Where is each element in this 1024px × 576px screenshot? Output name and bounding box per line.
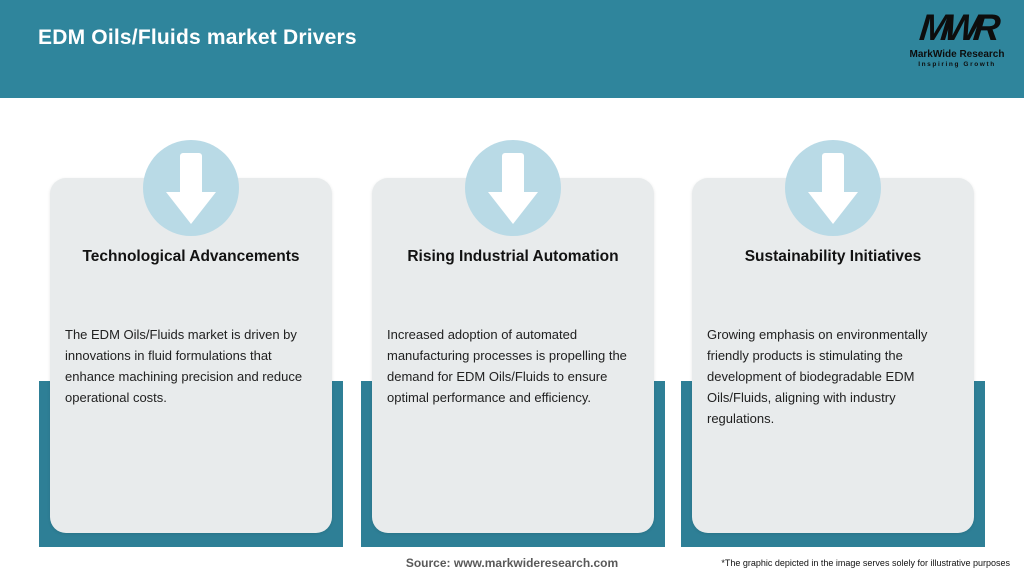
header-bar: EDM Oils/Fluids market Drivers MWR MarkW… [0, 0, 1024, 98]
card-body-text: Growing emphasis on environmentally frie… [707, 327, 928, 426]
markwide-logo: MWR MarkWide Research Inspiring Growth [902, 7, 1012, 68]
arrow-down-icon [465, 140, 561, 236]
card-body-text: Increased adoption of automated manufact… [387, 327, 627, 405]
card-surface [692, 178, 974, 533]
logo-name: MarkWide Research [909, 49, 1005, 60]
driver-card-rising-industrial-automation: Rising Industrial Automation Increased a… [361, 140, 665, 547]
driver-card-technological-advancements: Technological Advancements The EDM Oils/… [39, 140, 343, 547]
card-title: Rising Industrial Automation [407, 248, 619, 265]
page-title: EDM Oils/Fluids market Drivers [38, 26, 357, 49]
arrow-down-icon [143, 140, 239, 236]
logo-tagline: Inspiring Growth [918, 61, 996, 68]
card-title: Technological Advancements [82, 248, 300, 265]
logo-monogram: MWR [917, 7, 997, 48]
card-title: Sustainability Initiatives [744, 248, 922, 265]
disclaimer-text: *The graphic depicted in the image serve… [721, 558, 1010, 568]
driver-card-sustainability-initiatives: Sustainability Initiatives Growing empha… [681, 140, 985, 547]
arrow-down-icon [785, 140, 881, 236]
card-surface [372, 178, 654, 533]
card-body-text: The EDM Oils/Fluids market is driven by … [65, 327, 303, 405]
source-text: Source: www.markwideresearch.com [405, 556, 619, 570]
card-surface [50, 178, 332, 533]
